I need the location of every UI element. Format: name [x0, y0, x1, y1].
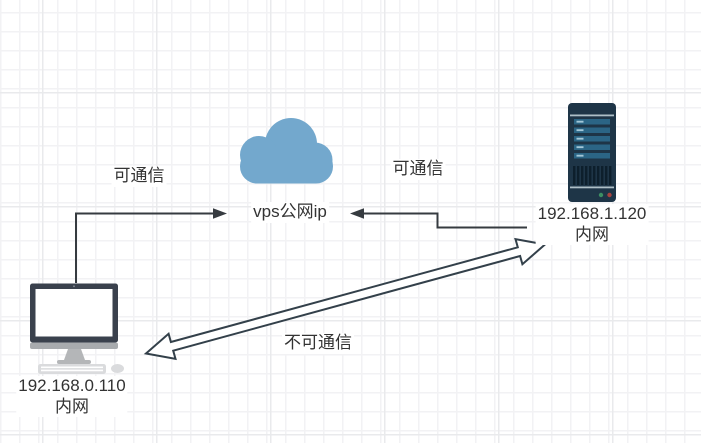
arrowhead-left-icon: [350, 208, 364, 219]
monitor-base: [57, 360, 91, 364]
edge-label-pc-server: 不可通信: [282, 333, 354, 354]
monitor-stand: [64, 349, 85, 360]
monitor-screen: [35, 289, 113, 337]
server-network-label: 内网: [575, 224, 609, 244]
cloud-icon[interactable]: [240, 118, 333, 184]
server-drive-lights: [576, 120, 584, 157]
keyboard-key-rows: [41, 366, 103, 372]
server-drive-bays: [574, 119, 610, 159]
server-label: 192.168.1.120 内网: [535, 204, 649, 246]
edge-pc-to-cloud-line: [75, 212, 214, 283]
edge-server-to-cloud-line: [364, 212, 527, 229]
server-icon[interactable]: [568, 103, 616, 202]
cloud-base: [240, 149, 333, 184]
pc-label: 192.168.0.110 内网: [16, 376, 128, 418]
edge-pc-to-cloud[interactable]: [75, 208, 227, 283]
monitor-chin: [30, 342, 118, 349]
arrowhead-right-icon: [213, 208, 227, 219]
edge-label-server-cloud: 可通信: [390, 159, 446, 180]
keyboard-icon: [38, 364, 106, 374]
cloud-label: vps公网ip: [251, 202, 329, 223]
server-separator-bottom: [570, 186, 614, 189]
pc-network-label: 内网: [55, 396, 89, 416]
server-separator-top: [570, 114, 614, 117]
desktop-computer-icon[interactable]: [30, 283, 124, 375]
edge-server-to-cloud[interactable]: [350, 208, 527, 229]
edge-label-pc-cloud: 可通信: [111, 166, 167, 187]
mouse-icon: [111, 364, 124, 373]
server-status-red-icon: [607, 192, 612, 198]
monitor-camera-icon: [73, 285, 75, 288]
pc-ip-label: 192.168.0.110: [18, 376, 126, 395]
server-ip-label: 192.168.1.120: [537, 204, 647, 223]
server-vent: [573, 166, 612, 185]
server-status-green-icon: [598, 192, 604, 198]
